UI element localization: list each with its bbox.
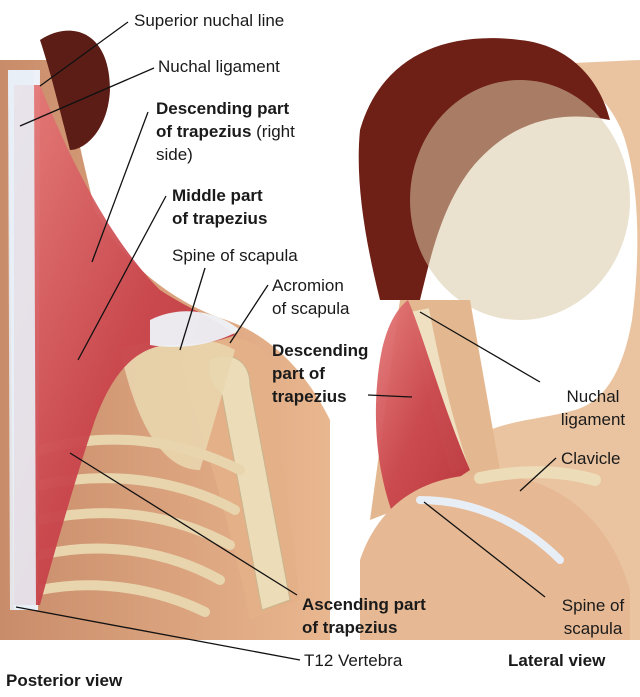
label-descending-posterior-3: side) [156,144,193,165]
label-nuchal-lateral-2: ligament [548,409,638,430]
label-nuchal-ligament-posterior: Nuchal ligament [158,56,280,77]
label-t12-vertebra: T12 Vertebra [304,650,402,671]
label-lateral-view: Lateral view [508,650,605,671]
label-ascending-1: Ascending part [302,594,426,615]
lateral-view-figure [359,38,640,640]
label-clavicle: Clavicle [561,448,621,469]
label-middle-2: of trapezius [172,208,267,229]
label-descending-posterior-2-rest: (right [251,122,294,141]
label-descending-lateral-1: Descending [272,340,368,361]
skull-overlay [410,80,630,320]
label-descending-lateral-2: part of [272,363,325,384]
label-descending-posterior-2-bold: of trapezius [156,122,251,141]
label-spine-of-scapula-posterior: Spine of scapula [172,245,298,266]
label-superior-nuchal-line: Superior nuchal line [134,10,284,31]
label-acromion-2: of scapula [272,298,350,319]
label-middle-1: Middle part [172,185,263,206]
label-spine-of-scapula-lateral-1: Spine of [548,595,638,616]
label-posterior-view: Posterior view [6,670,122,691]
leader-descending-post [92,112,148,262]
label-spine-of-scapula-lateral-2: scapula [548,618,638,639]
label-ascending-2: of trapezius [302,617,397,638]
label-descending-lateral-3: trapezius [272,386,347,407]
label-nuchal-lateral-1: Nuchal [548,386,638,407]
label-descending-posterior-1: Descending part [156,98,289,119]
label-descending-posterior-2: of trapezius (right [156,121,295,142]
label-acromion-1: Acromion [272,275,344,296]
spine-tendon [8,70,36,610]
